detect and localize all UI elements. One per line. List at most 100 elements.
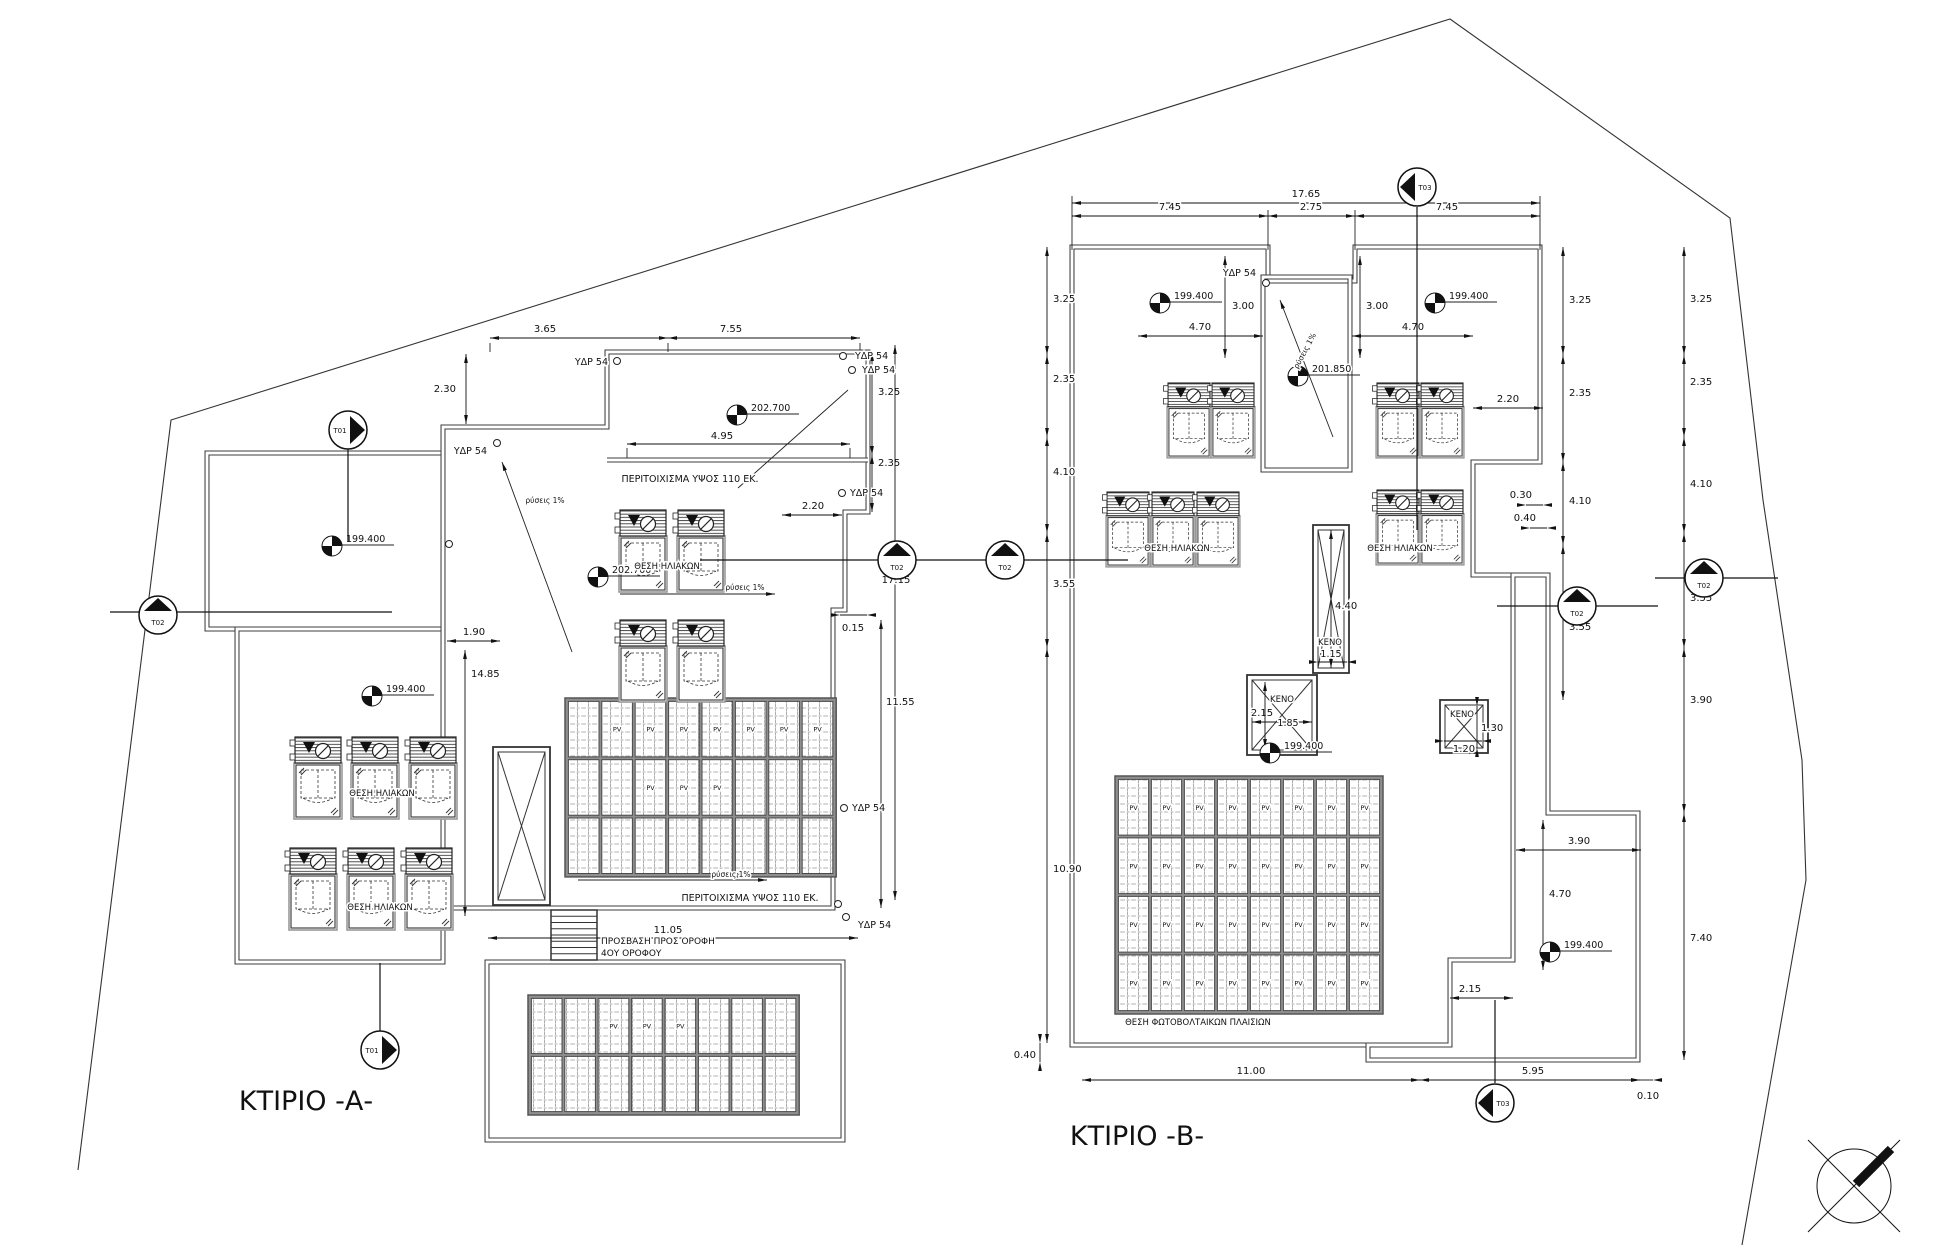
survey-marker-t03: T03 <box>1475 1000 1515 1123</box>
dimension: 0.30 <box>1508 489 1552 507</box>
pv-panel <box>601 700 633 758</box>
dimension: 2.20 <box>782 500 842 517</box>
dimension-label: 7.40 <box>1690 933 1712 944</box>
dimension <box>1309 660 1356 664</box>
pv-panel-label: PV <box>1162 921 1171 929</box>
survey-marker-t02: T02 <box>110 595 392 635</box>
pv-panel <box>1249 778 1282 836</box>
drawing-label: ΘΕΣΗ ΗΛΙΑΚΩΝ <box>634 562 699 572</box>
drawing-label: ΥΔΡ 54 <box>857 920 891 931</box>
building-outlines <box>204 244 1641 1143</box>
drawing-label: ρύσεις 1% <box>711 870 750 879</box>
dimension: 4.70 <box>1138 321 1263 338</box>
survey-marker-t02: T02 <box>985 540 1025 580</box>
dimension-label: 1.20 <box>1453 744 1475 755</box>
dimension: 14.85 <box>463 650 501 916</box>
pv-panel <box>764 997 797 1055</box>
dimension: 0.40 <box>1012 1034 1042 1071</box>
pv-panel <box>668 759 700 816</box>
pv-panel <box>1282 778 1315 836</box>
elevation-label: 199.400 <box>346 534 385 545</box>
dimension-label: 3.00 <box>1232 301 1254 312</box>
pv-panel-label: PV <box>1360 804 1369 812</box>
solar-heater-icon <box>342 847 396 931</box>
void-shaft-box <box>492 746 551 906</box>
dimension: 0.40 <box>1512 512 1556 530</box>
dimension-label: 2.30 <box>434 384 456 395</box>
pv-panel <box>564 1055 596 1113</box>
solar-heater-icon <box>346 736 400 820</box>
drawing-label: ΥΔΡ 54 <box>1222 268 1256 279</box>
dimension: 3.90 <box>1682 648 1714 813</box>
pv-panel-label: PV <box>1261 804 1270 812</box>
dimension: 2.15 <box>1249 707 1312 724</box>
solar-heater-icon <box>404 736 458 820</box>
elevation-marker: 199.400 <box>1149 290 1222 314</box>
drawing-label: ΘΕΣΗ ΗΛΙΑΚΩΝ <box>349 789 414 799</box>
elevation-label: 201.850 <box>1312 364 1351 375</box>
dimension-label: 3.25 <box>1690 294 1712 305</box>
pv-panel-label: PV <box>1294 921 1303 929</box>
pv-panel-label: PV <box>1195 921 1204 929</box>
pv-panel-label: PV <box>1327 862 1336 870</box>
pv-panel <box>1315 778 1348 836</box>
dimension: 2.30 <box>432 354 468 424</box>
pv-panel-label: PV <box>1228 862 1237 870</box>
dimension-label: 4.10 <box>1569 496 1591 507</box>
pv-panel-label: PV <box>643 1023 652 1031</box>
slope-arrows <box>501 299 1334 882</box>
pv-panel <box>1150 778 1183 836</box>
pv-panel <box>1282 837 1315 895</box>
solar-heater-icon <box>1416 489 1465 566</box>
survey-marker-label: T02 <box>150 619 164 627</box>
roof-access-stairs <box>550 909 598 961</box>
dimension-label: 2.75 <box>1300 202 1322 213</box>
pv-panel-label: PV <box>1228 921 1237 929</box>
hydrant-point-icon <box>445 540 453 548</box>
solar-heater-icon <box>672 619 726 703</box>
elevation-marker: 199.400 <box>1259 740 1332 764</box>
pv-panel <box>701 759 734 816</box>
dimension-label: 4.10 <box>1690 479 1712 490</box>
pv-panel <box>697 997 730 1055</box>
hydrant-point-icon <box>1262 279 1270 287</box>
solar-heater-icon <box>614 509 668 593</box>
dimension-label: 2.35 <box>1053 374 1075 385</box>
building-b-top-shaft <box>1260 274 1353 473</box>
pv-panel-label: PV <box>1162 804 1171 812</box>
pv-panel-label: PV <box>646 726 655 734</box>
pv-panel <box>1150 837 1183 895</box>
survey-marker-label: T02 <box>1569 610 1583 618</box>
pv-panel-label: PV <box>1294 979 1303 987</box>
pv-panel-label: PV <box>680 784 689 792</box>
elevation-label: 199.400 <box>1174 291 1213 302</box>
drawing-label: ΥΔΡ 54 <box>574 357 608 368</box>
elevation-marker: 199.400 <box>1539 939 1612 963</box>
dimension-label: 5.95 <box>1522 1066 1544 1077</box>
dimension-label: 0.40 <box>1014 1050 1036 1061</box>
dimension: 2.35 <box>1682 355 1714 437</box>
drawing-label: ρύσεις 1% <box>525 496 564 505</box>
survey-marker-label: T01 <box>364 1047 378 1055</box>
pv-panel <box>801 817 834 874</box>
dimension: 4.10 <box>1045 437 1077 533</box>
elevation-marker: 199.400 <box>321 533 394 557</box>
dimension: 2.20 <box>1473 393 1543 410</box>
building-b-se-terrace <box>1365 572 1641 1063</box>
pv-panel <box>1348 778 1381 836</box>
dimension-label: 3.25 <box>1053 294 1075 305</box>
dimension: 3.65 <box>490 323 668 340</box>
dimension <box>1263 682 1267 748</box>
pv-panel-label: PV <box>1261 921 1270 929</box>
dimension-label: 3.00 <box>1366 301 1388 312</box>
survey-marker-t02: T02 <box>1497 586 1658 626</box>
solar-heater-icon <box>614 619 668 703</box>
dimension-label: 11.55 <box>886 697 915 708</box>
dimension-label: 2.15 <box>1459 984 1481 995</box>
solar-heater-icon <box>1416 382 1465 459</box>
dimension: 17.15 <box>880 345 912 900</box>
dimension: 7.45 <box>1072 201 1268 218</box>
pv-panel-label: PV <box>1360 921 1369 929</box>
pv-panel <box>701 817 734 874</box>
